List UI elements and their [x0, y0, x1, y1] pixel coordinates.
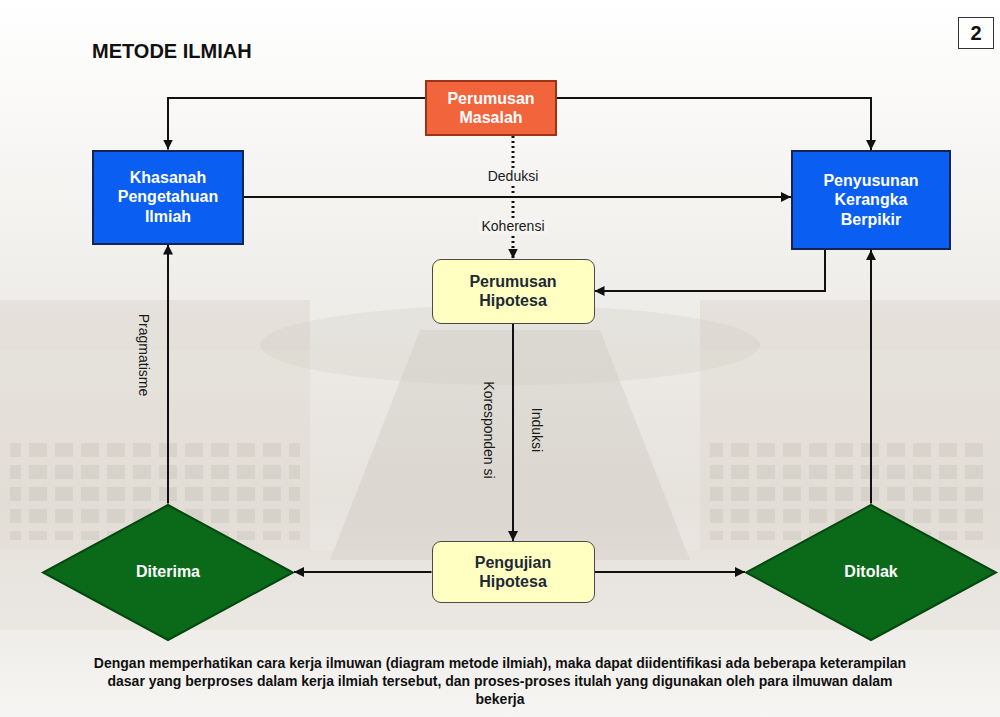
decision-diamond: Ditolak — [745, 504, 997, 641]
diamond-shape — [746, 505, 996, 640]
flow-arrow — [167, 245, 169, 504]
edge-label: Pragmatisme — [136, 314, 152, 396]
caption-text: Dengan memperhatikan cara kerja ilmuwan … — [85, 654, 915, 709]
flow-arrow — [870, 250, 872, 504]
flow-arrow — [557, 98, 871, 150]
flow-arrow — [512, 324, 514, 542]
flow-arrow — [294, 571, 432, 573]
edge-label: Induksi — [529, 408, 545, 452]
node-label: Ditolak — [816, 562, 926, 581]
hypothesis-box: Perumusan Hipotesa — [432, 259, 595, 324]
process-box: Penyusunan Kerangka Berpikir — [791, 150, 951, 250]
node-label: Perumusan Masalah — [435, 89, 547, 127]
diamond-shape — [43, 505, 293, 640]
decision-diamond: Diterima — [42, 504, 294, 641]
process-box: Khasanah Pengetahuan Ilmiah — [92, 150, 244, 245]
page-number: 2 — [958, 17, 994, 49]
node-label: Pengujian Hipotesa — [448, 553, 578, 591]
diagram-title: METODE ILMIAH — [92, 40, 252, 63]
flow-arrow — [244, 196, 791, 198]
edge-label: Deduksi — [485, 168, 542, 184]
node-label: Penyusunan Kerangka Berpikir — [811, 171, 931, 229]
node-label: Diterima — [113, 562, 223, 581]
node-label: Perumusan Hipotesa — [448, 272, 578, 310]
problem-box: Perumusan Masalah — [425, 80, 557, 136]
flow-arrow — [595, 571, 746, 573]
node-label: Khasanah Pengetahuan Ilmiah — [102, 168, 234, 226]
dotted-arrow — [512, 136, 515, 259]
hypothesis-box: Pengujian Hipotesa — [432, 541, 595, 603]
method-label: Koresponden si — [481, 381, 497, 478]
flow-arrow — [595, 250, 826, 291]
flow-arrow — [168, 98, 425, 150]
method-label: Koherensi — [478, 218, 547, 234]
